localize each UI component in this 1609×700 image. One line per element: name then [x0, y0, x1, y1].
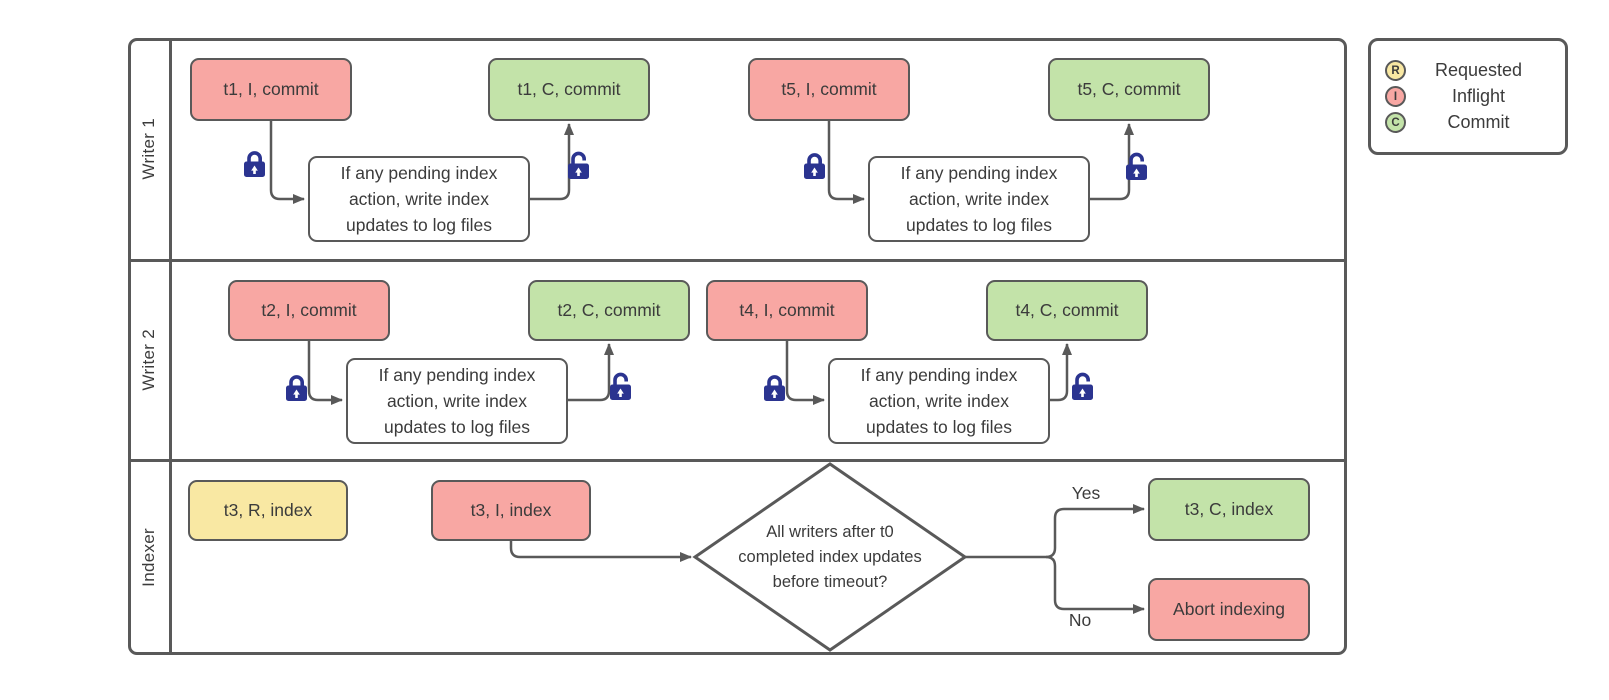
node-t4-inflight: t4, I, commit	[706, 280, 868, 341]
lock-closed-icon	[762, 373, 787, 403]
node-t5-commit: t5, C, commit	[1048, 58, 1210, 121]
lane-divider-1	[128, 259, 1347, 262]
node-t3-inflight: t3, I, index	[431, 480, 591, 541]
node-t3-commit: t3, C, index	[1148, 478, 1310, 541]
no-label: No	[1068, 610, 1092, 630]
node-abort-indexing: Abort indexing	[1148, 578, 1310, 641]
lane-label-writer1: Writer 1	[128, 38, 170, 260]
lane-label-indexer-text: Indexer	[139, 528, 158, 587]
node-pending-writer1-b: If any pending index action, write index…	[868, 156, 1090, 242]
node-t1-commit: t1, C, commit	[488, 58, 650, 121]
lane-label-indexer: Indexer	[128, 460, 170, 655]
node-t1-inflight: t1, I, commit	[190, 58, 352, 121]
legend-item-requested: R Requested	[1385, 60, 1551, 81]
lane-label-writer2: Writer 2	[128, 260, 170, 460]
lock-open-icon	[1070, 372, 1095, 402]
lock-closed-icon	[242, 149, 267, 179]
legend-label-requested: Requested	[1434, 60, 1523, 80]
lock-closed-icon	[802, 151, 827, 181]
yes-label: Yes	[1071, 483, 1101, 503]
legend-label-commit: Commit	[1447, 112, 1510, 132]
requested-badge-icon: R	[1385, 60, 1406, 81]
node-pending-writer2-b: If any pending index action, write index…	[828, 358, 1050, 444]
legend-label-inflight: Inflight	[1451, 86, 1506, 106]
lock-open-icon	[608, 372, 633, 402]
legend-item-commit: C Commit	[1385, 112, 1551, 133]
node-pending-writer2-a: If any pending index action, write index…	[346, 358, 568, 444]
node-t2-inflight: t2, I, commit	[228, 280, 390, 341]
lane-divider-2	[128, 459, 1347, 462]
commit-badge-icon: C	[1385, 112, 1406, 133]
legend-item-inflight: I Inflight	[1385, 86, 1551, 107]
node-pending-writer1-a: If any pending index action, write index…	[308, 156, 530, 242]
lock-open-icon	[1124, 152, 1149, 182]
node-t4-commit: t4, C, commit	[986, 280, 1148, 341]
lane-label-writer1-text: Writer 1	[139, 118, 158, 180]
lock-open-icon	[566, 151, 591, 181]
node-t3-requested: t3, R, index	[188, 480, 348, 541]
lock-closed-icon	[284, 373, 309, 403]
node-t5-inflight: t5, I, commit	[748, 58, 910, 121]
lane-title-divider	[169, 38, 172, 655]
node-t2-commit: t2, C, commit	[528, 280, 690, 341]
decision-question: All writers after t0 completed index upd…	[738, 523, 922, 591]
legend: R Requested I Inflight C Commit	[1368, 38, 1568, 155]
lane-label-writer2-text: Writer 2	[139, 329, 158, 391]
inflight-badge-icon: I	[1385, 86, 1406, 107]
